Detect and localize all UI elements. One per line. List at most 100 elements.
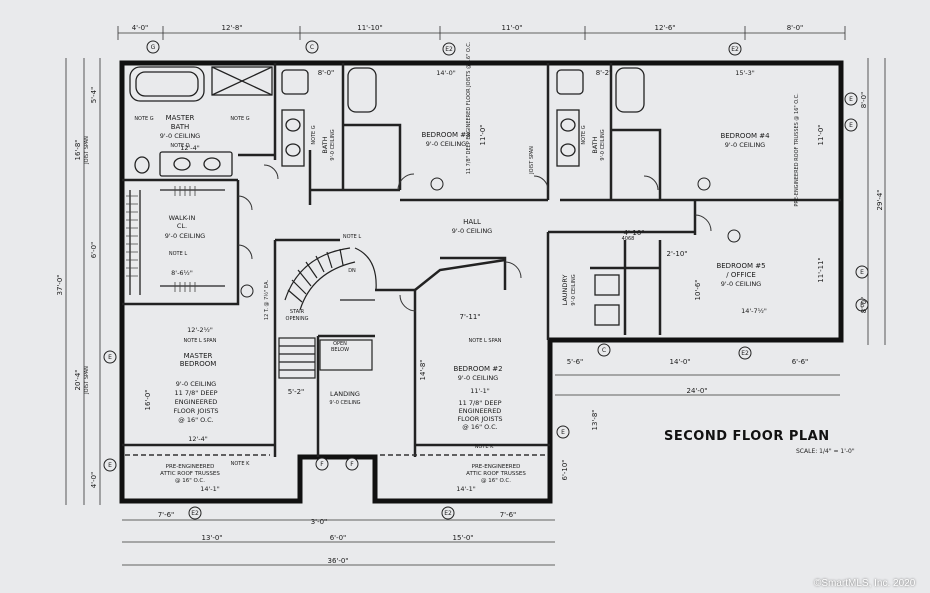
room-name: BATH	[591, 136, 599, 153]
ceiling-note: 9'-0 CEILING	[160, 132, 200, 140]
marker-e: E	[849, 122, 853, 129]
room-name: / OFFICE	[726, 271, 756, 279]
dim-right-3: 29'-4"	[876, 189, 884, 210]
attic-note: @ 16" O.C.	[175, 478, 205, 484]
section-markers	[103, 40, 869, 520]
ceiling-note: 9'-0 CEILING	[330, 129, 336, 160]
room-dim: 14'-0"	[436, 69, 456, 77]
attic-note: PRE-ENGINEERED	[166, 464, 215, 470]
dim-bottom-5: 6'-0"	[330, 534, 347, 542]
dim-misc: 16'-0"	[144, 389, 152, 410]
note-label: NOTE K	[475, 444, 494, 450]
ceiling-note: 9'-0 CEILING	[176, 380, 216, 388]
stair-label: OPENING	[286, 316, 309, 322]
room-name: BEDROOM #4	[720, 132, 770, 140]
room-name: BEDROOM #3	[421, 131, 470, 139]
marker-f: F	[320, 461, 324, 468]
stair-label: BELOW	[331, 347, 349, 353]
dim-bottom-6: 15'-0"	[452, 534, 473, 542]
plan-title: SECOND FLOOR PLAN	[664, 429, 830, 444]
dim-misc: 4'-10"	[623, 229, 644, 237]
marker-g: G	[151, 44, 156, 51]
ceiling-note: 9'-0 CEILING	[571, 274, 577, 305]
attic-note: ATTIC ROOF TRUSSES	[466, 471, 526, 477]
note-label: NOTE G	[134, 116, 153, 122]
dim-top-1: 4'-0"	[132, 24, 149, 32]
ceiling-note: 9'-0 CEILING	[458, 374, 498, 382]
joist-note: FLOOR JOISTS	[457, 415, 502, 423]
marker-e2: E2	[444, 510, 452, 517]
dim-bottom-4: 13'-0"	[201, 534, 222, 542]
truss-note: PRE-ENGINEERED ROOF TRUSSES @ 16" O.C.	[794, 93, 800, 207]
room-name: BEDROOM #5	[716, 262, 765, 270]
ceiling-note: 9'-0 CEILING	[600, 129, 606, 160]
marker-e: E	[860, 269, 864, 276]
dim-misc: 8'-2"	[596, 69, 613, 77]
dim-top-6: 8'-0"	[787, 24, 804, 32]
room-name: MASTER	[166, 114, 195, 122]
attic-note: ATTIC ROOF TRUSSES	[160, 471, 220, 477]
joist-note: ENGINEERED	[459, 407, 502, 415]
room-dim: 14'-7½"	[741, 307, 767, 315]
dim-misc: 7'-11"	[459, 313, 480, 321]
interior-walls	[122, 63, 841, 457]
dim-top-2: 12'-8"	[221, 24, 242, 32]
marker-c: C	[602, 347, 606, 354]
dim-misc: 6'-10"	[561, 459, 569, 480]
joist-note: @ 16" O.C.	[462, 423, 497, 431]
room-name: BEDROOM #2	[453, 365, 502, 373]
dim-misc: 5'-2"	[288, 388, 305, 396]
room-dim: 14'-1"	[200, 485, 220, 493]
room-dim: 12'-4"	[180, 144, 200, 152]
dim-right-5: 11'-11"	[817, 257, 825, 282]
dim-left-3: 37'-0"	[56, 274, 64, 295]
room-name: BEDROOM	[180, 360, 217, 368]
ceiling-note: 9'-0 CEILING	[725, 141, 765, 149]
dimension-lines	[65, 26, 886, 566]
marker-labels: G C E2 E2 E E E E E E F F C E2 E2 E2 E	[108, 44, 864, 517]
marker-e: E	[849, 96, 853, 103]
attic-note: @ 16" O.C.	[481, 478, 511, 484]
joist-span-label: JOIST SPAN	[529, 146, 535, 175]
room-name: CL.	[177, 222, 187, 230]
dim-misc: 8'-0"	[318, 69, 335, 77]
marker-e: E	[108, 354, 112, 361]
dim-top-3: 11'-10"	[357, 24, 382, 32]
room-name: BATH	[321, 136, 329, 153]
marker-e2: E2	[741, 350, 749, 357]
marker-e2: E2	[191, 510, 199, 517]
ceiling-note: 9'-0 CEILING	[165, 232, 205, 240]
dim-misc: 6'-6"	[792, 358, 809, 366]
note-label: NOTE G	[581, 125, 587, 144]
closet-hatch	[126, 186, 196, 292]
note-label: NOTE D	[170, 143, 189, 149]
joist-span-label: JOIST SPAN	[84, 136, 90, 165]
joist-note: @ 16" O.C.	[178, 416, 213, 424]
dim-left-6: 6'-0"	[90, 242, 98, 259]
dim-bottom-1: 7'-6"	[158, 511, 175, 519]
ceiling-note: 9'-0 CEILING	[452, 227, 492, 235]
dim-top-4: 11'-0"	[501, 24, 522, 32]
top-dimensions: 4'-0" 12'-8" 11'-10" 11'-0" 12'-6" 8'-0"	[132, 24, 804, 32]
room-dim: 8'-6½"	[171, 269, 193, 277]
marker-c: C	[310, 44, 314, 51]
note-label: NOTE L	[343, 234, 361, 240]
room-dim: 14'-1"	[456, 485, 476, 493]
dim-right-4: 8'-0"	[860, 297, 868, 314]
dim-right-2: 11'-0"	[817, 124, 825, 145]
dim-misc: 10'-6"	[694, 279, 702, 300]
stair-label: OPEN	[333, 341, 347, 347]
joist-note: 11 7/8" DEEP ENGINEERED FLOOR JOISTS @ 1…	[466, 41, 472, 174]
misc-dimensions: 14'-0" 24'-0" 6'-6" 5'-6" 11'-0" 6'-10" …	[144, 69, 808, 481]
dim-left-4: 20'-4"	[74, 369, 82, 390]
marker-e: E	[860, 302, 864, 309]
dim-left-5: 4'-0"	[90, 472, 98, 489]
dim-misc: 13'-8"	[591, 409, 599, 430]
ceiling-note: 9'-0 CEILING	[426, 140, 466, 148]
joist-span-label: JOIST SPAN	[84, 366, 90, 395]
exterior-walls	[119, 60, 844, 504]
dim-misc: 5'-6"	[567, 358, 584, 366]
stair-label: 12 T. @ 7½" EA.	[263, 280, 270, 321]
door-code: 4068	[622, 236, 635, 242]
